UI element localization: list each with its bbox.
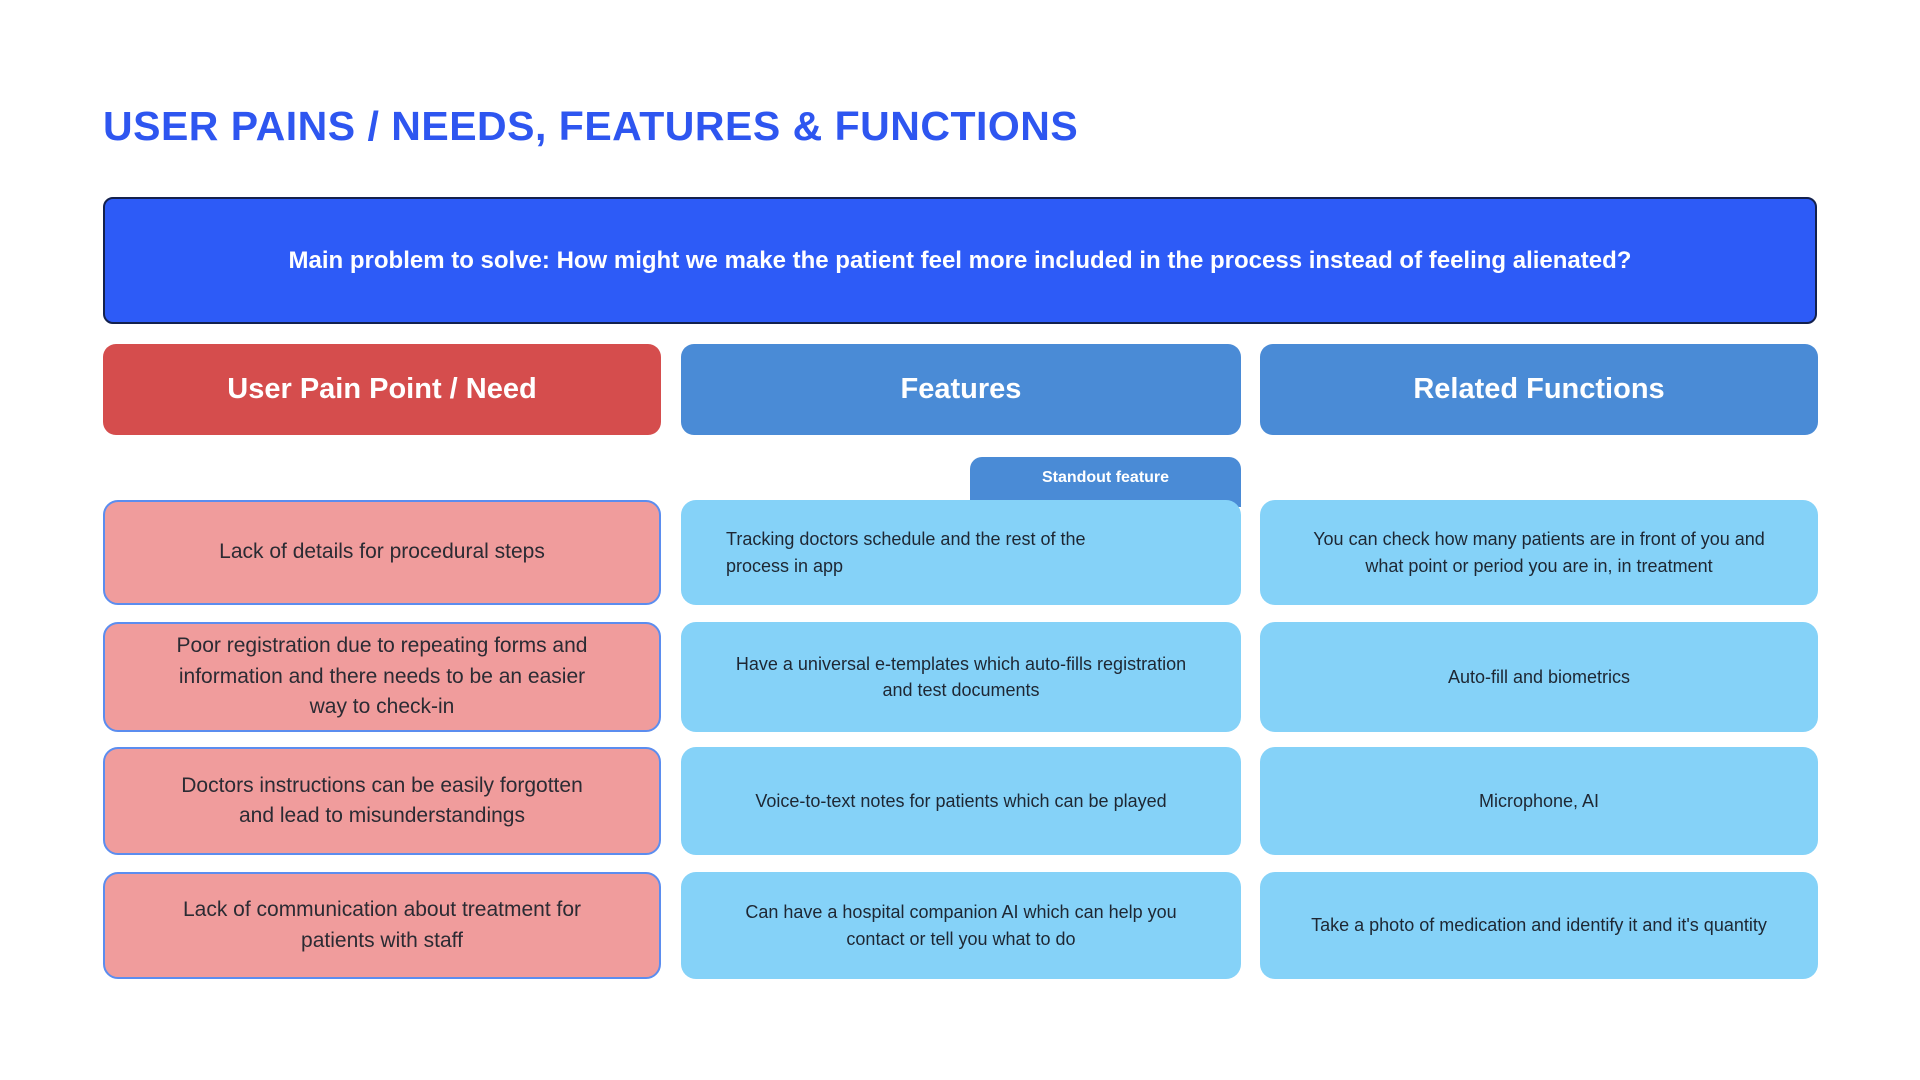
function-text-row2: Auto-fill and biometrics (1447, 666, 1631, 687)
function-box-row1: You can check how many patients are in f… (1260, 500, 1818, 605)
pain-box-row4: Lack of communication about treatment fo… (103, 872, 661, 979)
standout-feature-tab: Standout feature (970, 457, 1241, 507)
function-box-row3: Microphone, AI (1260, 747, 1818, 855)
feature-box-row4: Can have a hospital companion AI which c… (681, 872, 1241, 979)
standout-feature-label: Standout feature (1041, 469, 1170, 486)
feature-box-row1: Tracking doctors schedule and the rest o… (681, 500, 1241, 605)
feature-text-row4: Can have a hospital companion AI which c… (745, 902, 1177, 949)
feature-text-row1: Tracking doctors schedule and the rest o… (726, 529, 1086, 576)
main-problem-text: Main problem to solve: How might we make… (288, 246, 1632, 274)
pain-text-row4: Lack of communication about treatment fo… (182, 898, 582, 952)
column-header-pain-label: User Pain Point / Need (227, 373, 537, 405)
pain-text-row2: Poor registration due to repeating forms… (176, 634, 588, 719)
pain-box-row2: Poor registration due to repeating forms… (103, 622, 661, 732)
pain-text-row1: Lack of details for procedural steps (219, 540, 545, 564)
feature-box-row2: Have a universal e-templates which auto-… (681, 622, 1241, 732)
column-header-features: Features (681, 344, 1241, 435)
column-header-functions: Related Functions (1260, 344, 1818, 435)
pain-box-row1: Lack of details for procedural steps (103, 500, 661, 605)
main-problem-banner: Main problem to solve: How might we make… (103, 197, 1817, 324)
function-text-row1: You can check how many patients are in f… (1313, 529, 1765, 576)
column-header-features-label: Features (900, 373, 1022, 405)
function-text-row4: Take a photo of medication and identify … (1311, 915, 1767, 936)
pain-box-row3: Doctors instructions can be easily forgo… (103, 747, 661, 855)
feature-text-row3: Voice-to-text notes for patients which c… (755, 790, 1167, 811)
column-header-pain: User Pain Point / Need (103, 344, 661, 435)
page-title: USER PAINS / NEEDS, FEATURES & FUNCTIONS (103, 103, 1079, 149)
function-text-row3: Microphone, AI (1478, 790, 1600, 811)
pain-text-row3: Doctors instructions can be easily forgo… (181, 773, 583, 827)
feature-box-row3: Voice-to-text notes for patients which c… (681, 747, 1241, 855)
function-box-row4: Take a photo of medication and identify … (1260, 872, 1818, 979)
feature-text-row2: Have a universal e-templates which auto-… (735, 653, 1187, 700)
function-box-row2: Auto-fill and biometrics (1260, 622, 1818, 732)
column-header-functions-label: Related Functions (1413, 373, 1665, 405)
